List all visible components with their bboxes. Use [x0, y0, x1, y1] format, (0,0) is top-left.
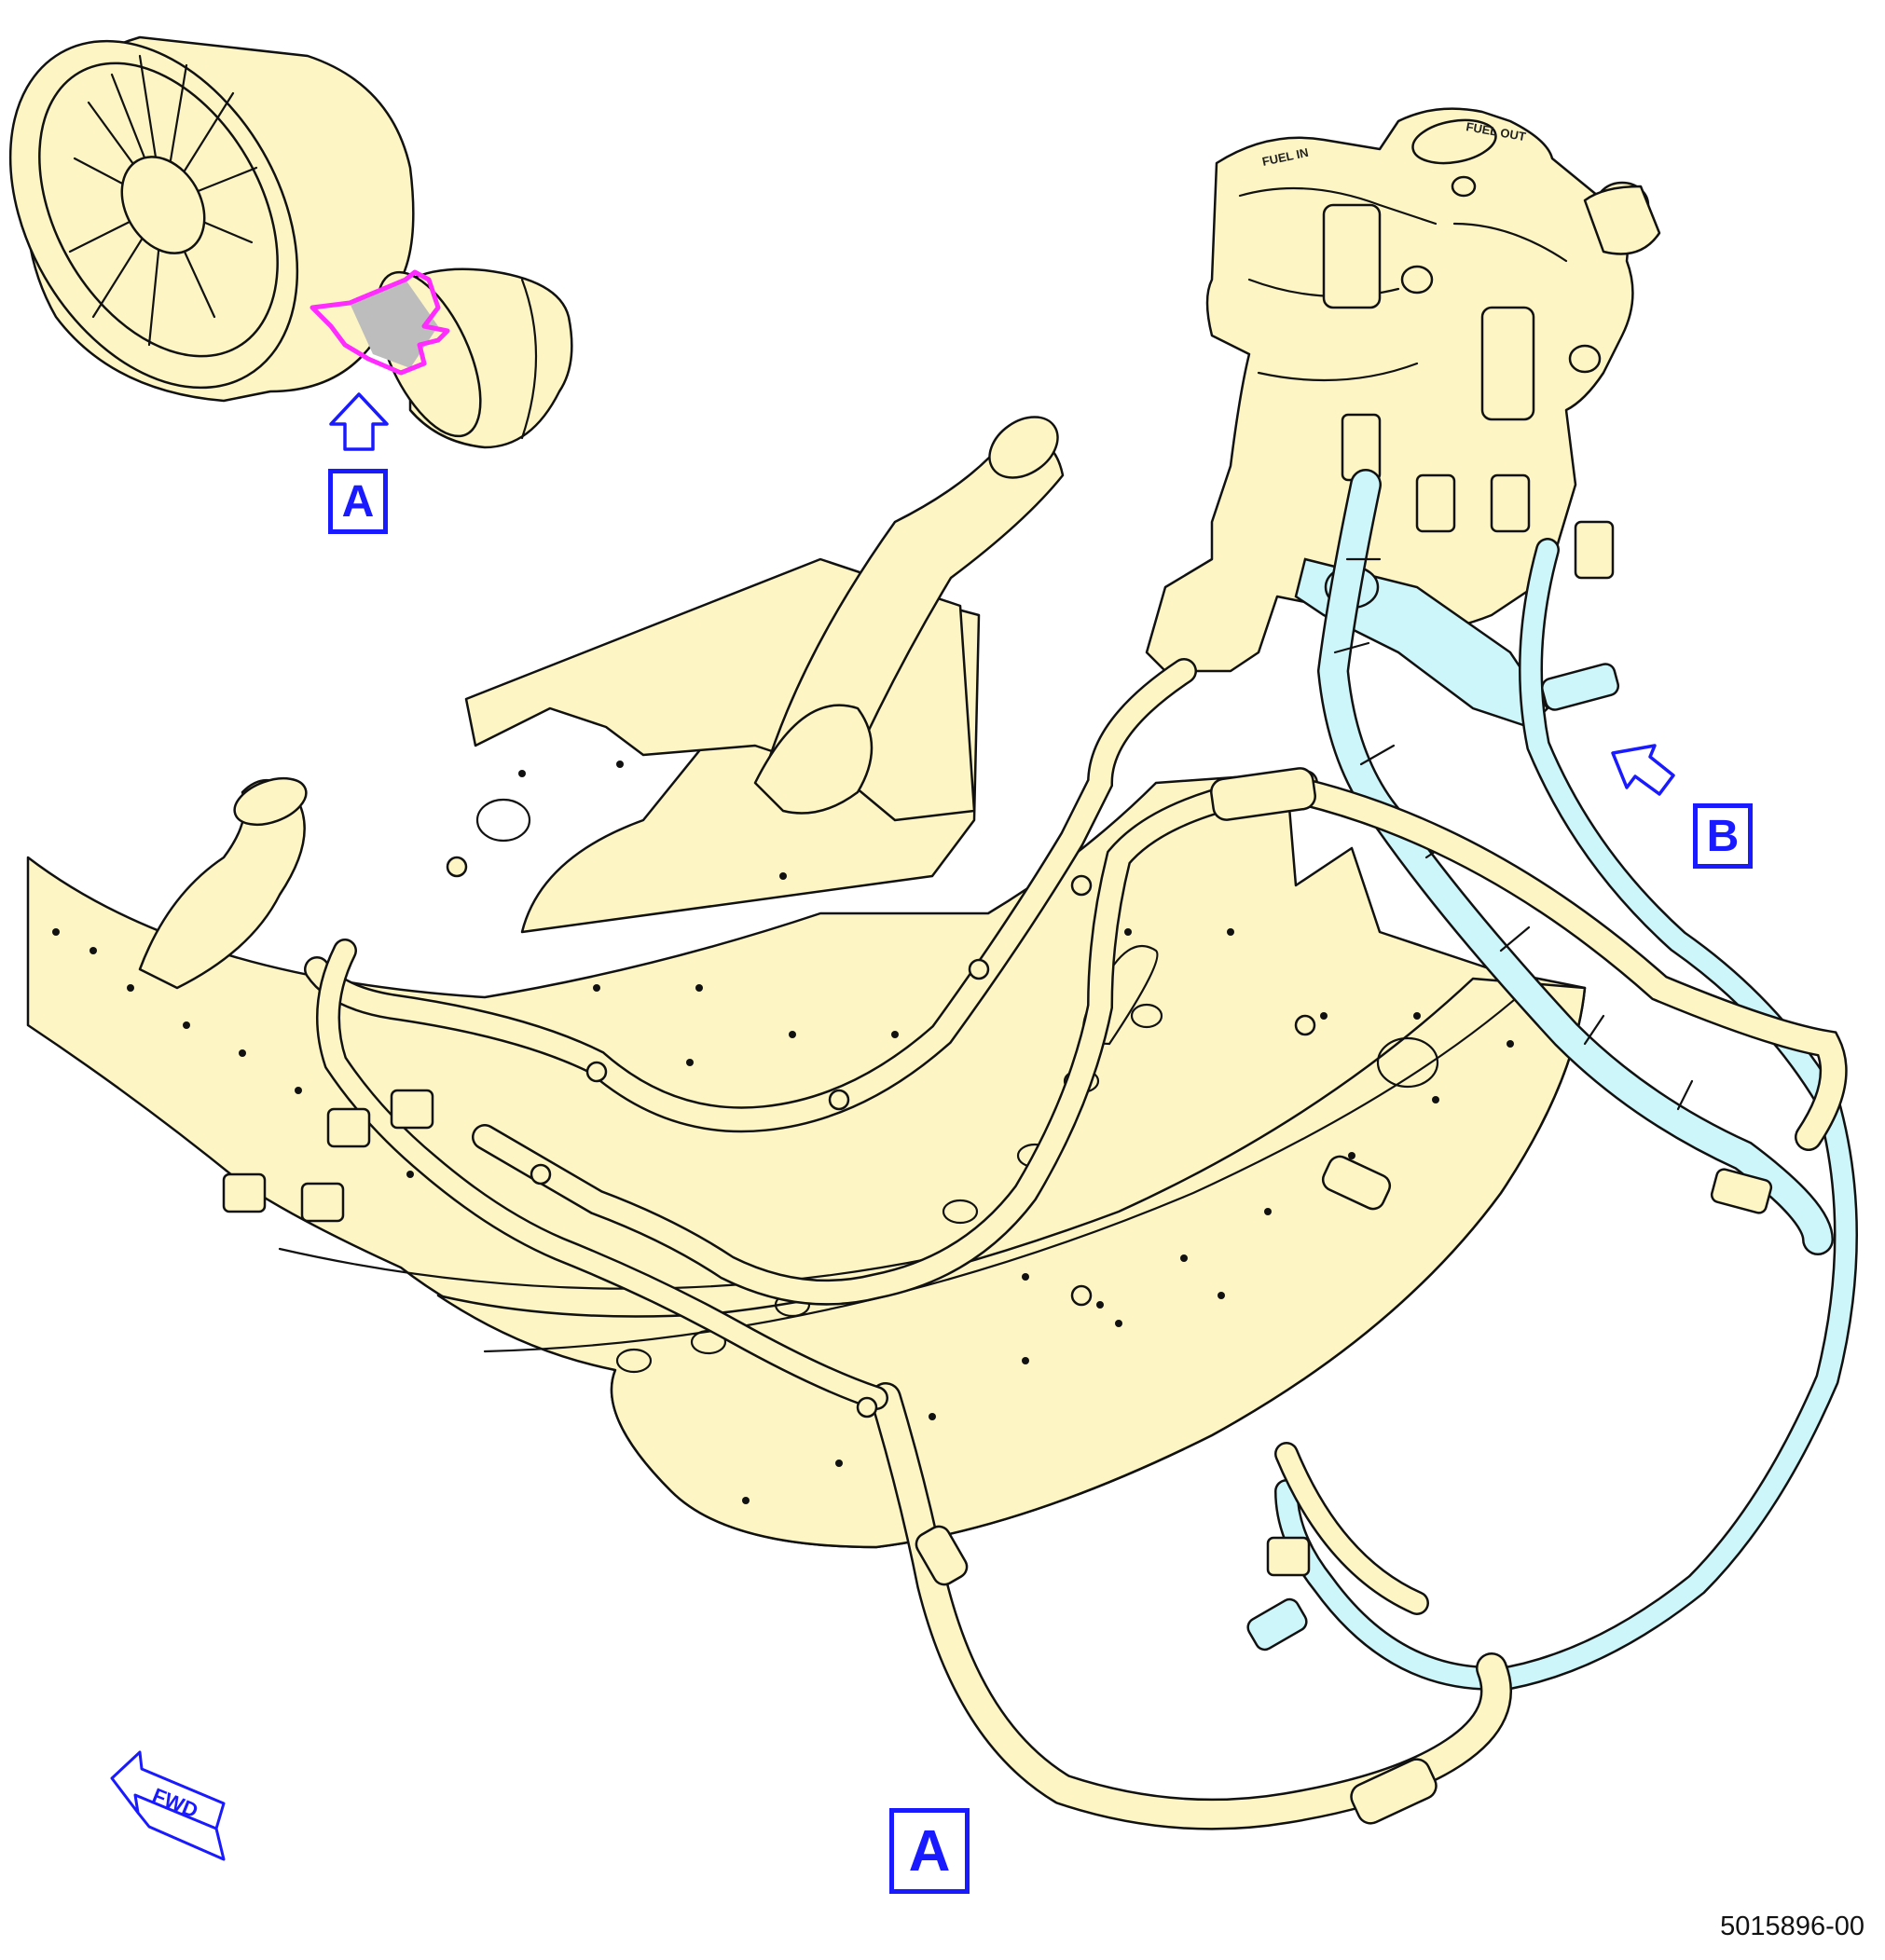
figure-id: 5015896-00	[1720, 1912, 1864, 1941]
fwd-arrow-icon: FWD	[110, 1750, 226, 1861]
up-arrow-icon	[329, 392, 389, 451]
left-arrow-icon	[1611, 744, 1675, 796]
view-a-callout-bottom: A	[889, 1808, 970, 1894]
engine-locator	[8, 35, 573, 451]
fuel-tubes	[222, 658, 1848, 1830]
view-a-callout-top: A	[328, 469, 388, 534]
highlighted-hoses	[1246, 469, 1858, 1691]
fuel-pump-assembly: FUEL IN FUEL OUT	[1145, 107, 1661, 729]
view-b-callout: B	[1693, 803, 1753, 869]
mounting-plate	[26, 416, 1587, 1549]
